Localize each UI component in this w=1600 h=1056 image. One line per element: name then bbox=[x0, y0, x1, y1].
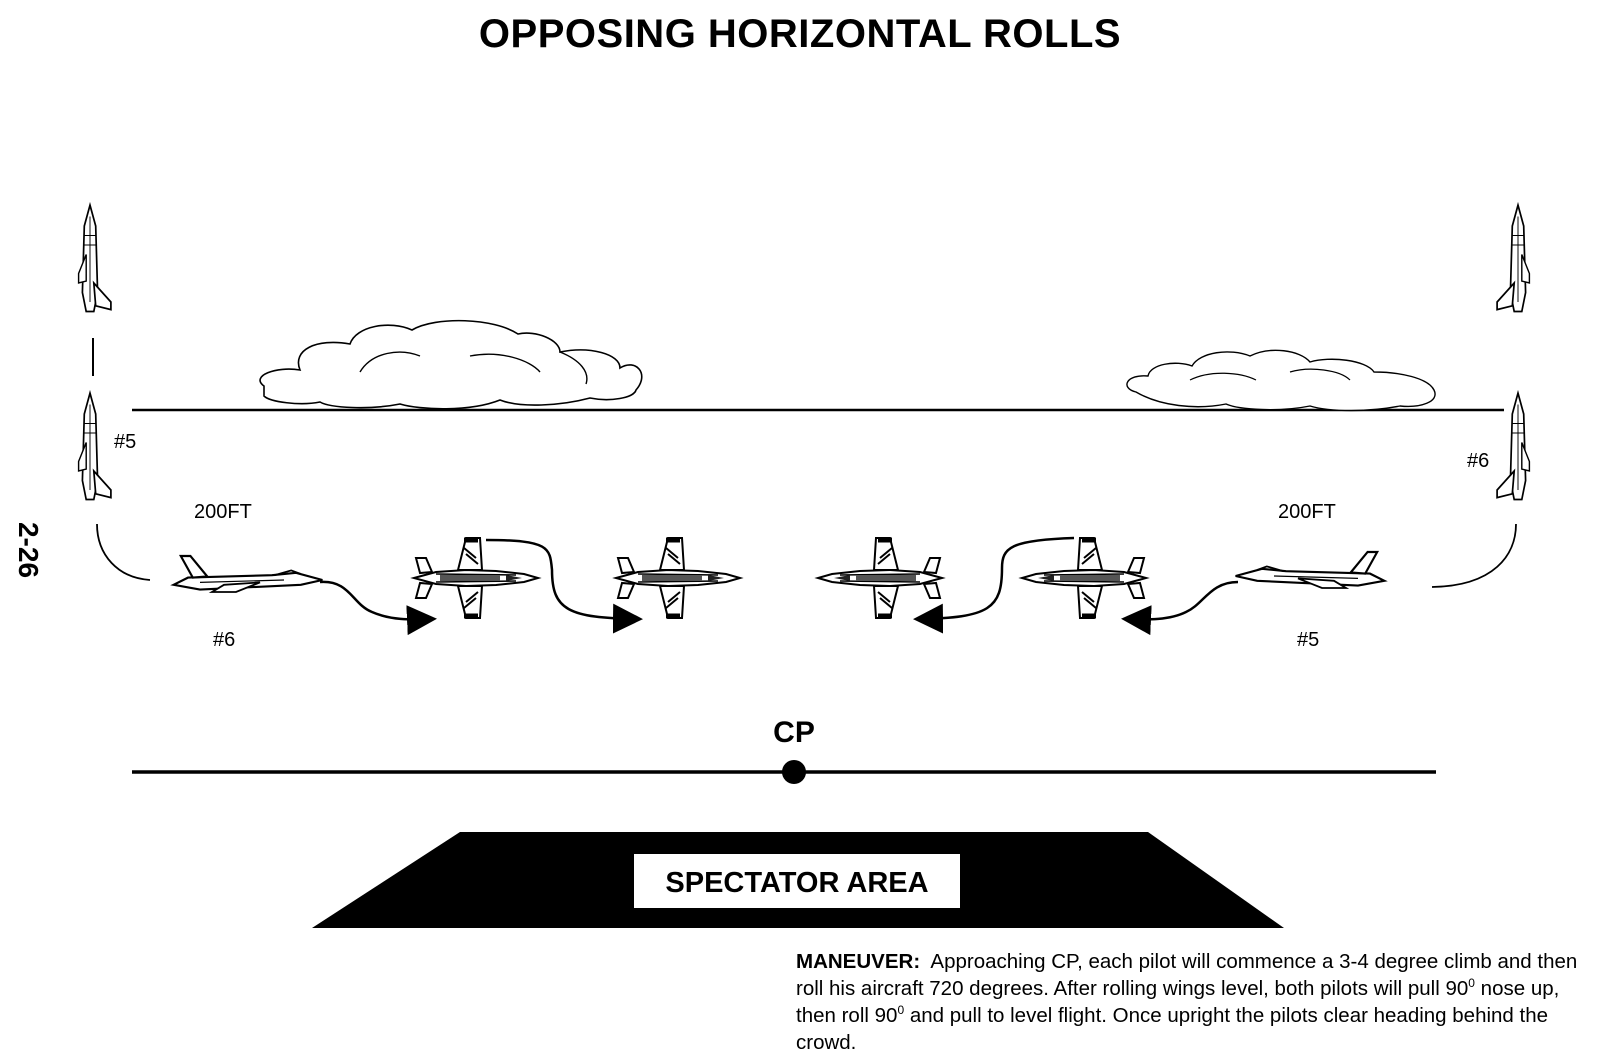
arrow-right-1 bbox=[1121, 580, 1239, 636]
jet-left-vertical-bottom bbox=[77, 392, 112, 501]
spectator-area-box bbox=[634, 854, 960, 908]
left-top-number: #5 bbox=[114, 431, 136, 453]
left-pullup-curve bbox=[96, 523, 151, 581]
right-top-number: #6 bbox=[1467, 450, 1489, 472]
arrow-left-2 bbox=[485, 538, 643, 634]
maneuver-heading: MANEUVER: bbox=[796, 950, 921, 973]
jet-left-roll-1 bbox=[414, 538, 538, 618]
arrow-left-1 bbox=[319, 580, 437, 636]
jet-right-roll-2 bbox=[818, 538, 942, 618]
degree-sup-2: 0 bbox=[897, 1003, 905, 1018]
spectator-area-label: SPECTATOR AREA bbox=[665, 867, 928, 899]
jet-right-approach bbox=[1234, 550, 1386, 590]
maneuver-description: MANEUVER: Approaching CP, each pilot wil… bbox=[796, 948, 1586, 1056]
arrow-right-2 bbox=[913, 536, 1075, 634]
left-altitude-label: 200FT bbox=[194, 501, 252, 523]
jet-right-vertical-top bbox=[1496, 204, 1531, 313]
cloud-left bbox=[259, 319, 643, 410]
cloud-right bbox=[1126, 349, 1436, 412]
right-bottom-number: #5 bbox=[1297, 629, 1319, 651]
maneuver-text-2: nose up, then roll 90 bbox=[796, 977, 1560, 1027]
maneuver-text-3: and pull to level flight. Once upright t… bbox=[796, 1004, 1549, 1054]
center-point-label: CP bbox=[773, 716, 815, 749]
degree-sup-1: 0 bbox=[1468, 976, 1475, 991]
diagram-title: OPPOSING HORIZONTAL ROLLS bbox=[478, 12, 1122, 56]
maneuver-text-1: Approaching CP, each pilot will commence… bbox=[796, 950, 1578, 1000]
jet-left-vertical-top bbox=[77, 204, 112, 313]
jet-right-roll-1 bbox=[1022, 538, 1146, 618]
center-point-marker bbox=[782, 760, 806, 784]
left-bottom-number: #6 bbox=[213, 629, 235, 651]
jet-left-roll-2 bbox=[616, 538, 740, 618]
right-altitude-label: 200FT bbox=[1278, 501, 1336, 523]
right-pullup-curve bbox=[1431, 523, 1517, 588]
jet-left-approach bbox=[172, 554, 324, 594]
